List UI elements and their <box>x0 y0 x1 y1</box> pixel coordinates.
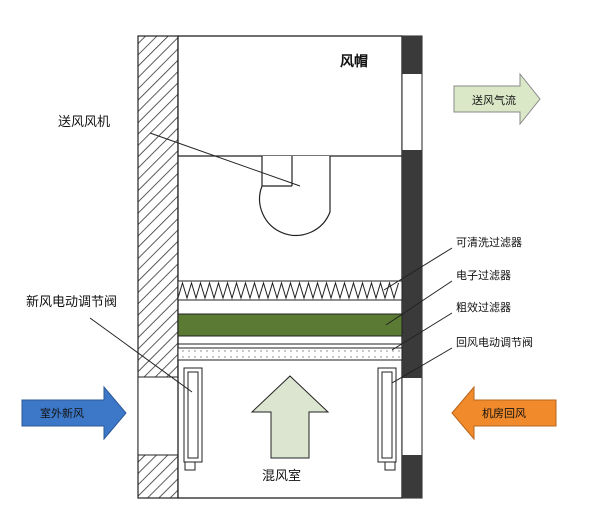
room-return-label: 机房回风 <box>482 406 526 420</box>
electronic-filter <box>177 313 403 337</box>
supply-fan-label: 送风风机 <box>58 115 110 130</box>
fresh-air-damper <box>183 367 203 471</box>
fresh-air-opening <box>137 376 179 456</box>
right-wall <box>401 35 423 499</box>
supply-fan <box>259 156 331 236</box>
washable-filter <box>177 280 403 301</box>
fresh-damper-label: 新风电动调节阀 <box>26 294 117 310</box>
hood-label: 风帽 <box>340 53 368 70</box>
outdoor-air-label: 室外新风 <box>40 406 84 420</box>
room-return-arrow: 机房回风 <box>451 385 557 441</box>
return-air-damper <box>377 367 397 471</box>
coarse-filter-label: 粗效过滤器 <box>456 300 511 314</box>
electronic-filter-label: 电子过滤器 <box>456 269 511 282</box>
mixing-arrow <box>250 375 330 459</box>
washable-filter-label: 可清洗过滤器 <box>456 236 522 249</box>
outdoor-air-arrow: 室外新风 <box>21 385 127 441</box>
leader-lines <box>89 132 453 393</box>
supply-airflow-arrow: 送风气流 <box>453 72 541 126</box>
mixing-chamber-label: 混风室 <box>262 468 301 484</box>
coarse-filter <box>177 347 403 361</box>
supply-airflow-label: 送风气流 <box>472 93 516 107</box>
return-damper-label: 回风电动调节阀 <box>456 335 533 349</box>
